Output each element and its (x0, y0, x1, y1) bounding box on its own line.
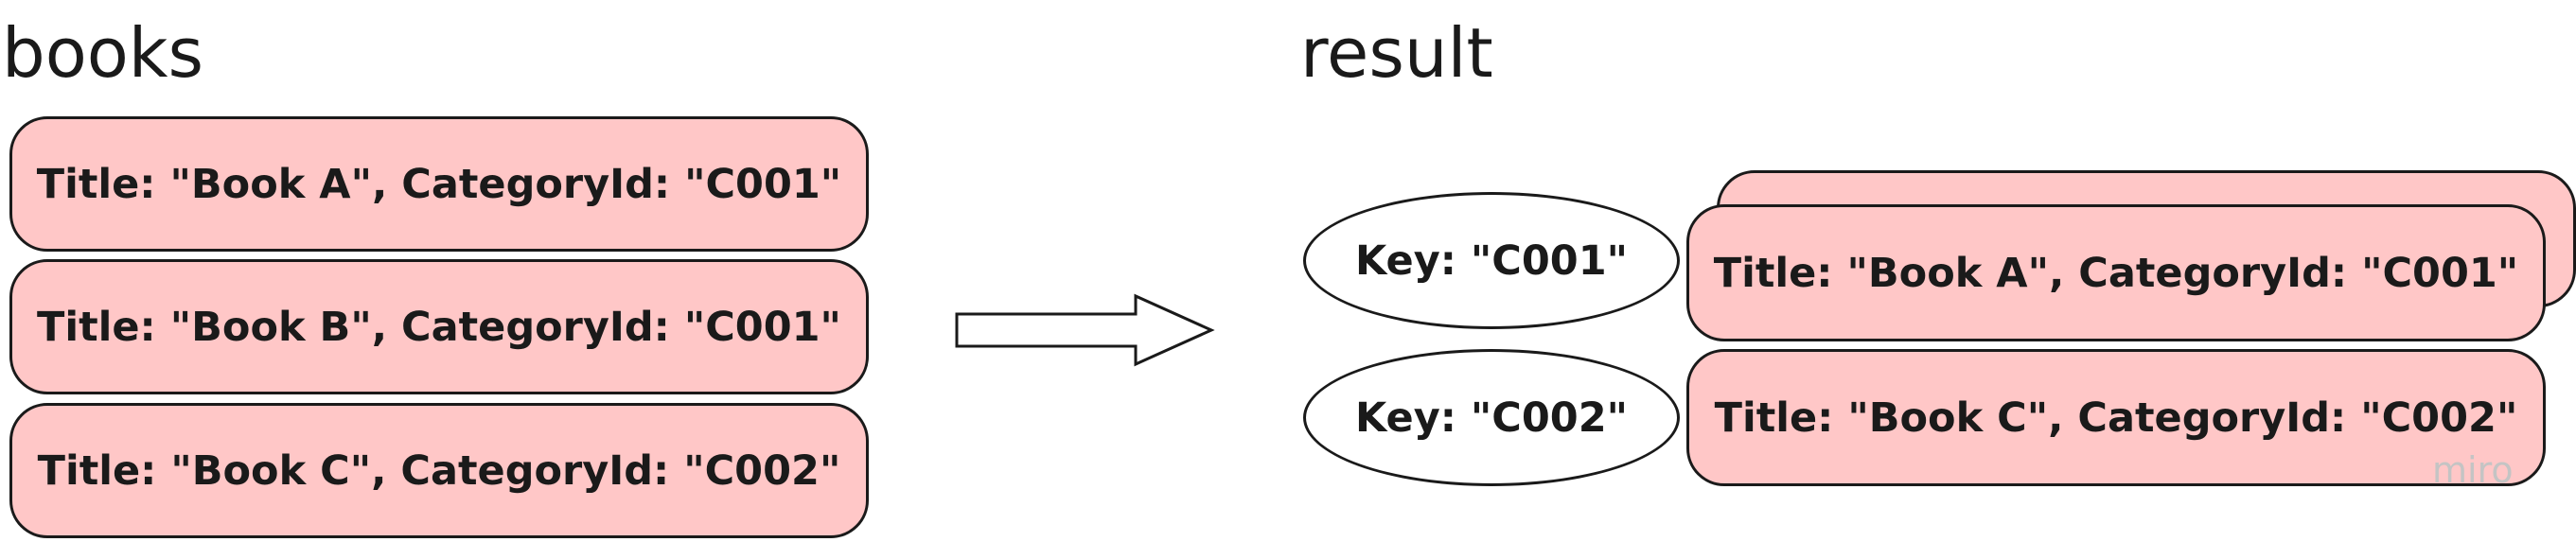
book-card: Title: "Book C", CategoryId: "C002" (9, 403, 869, 538)
book-card: Title: "Book B", CategoryId: "C001" (9, 259, 869, 394)
books-heading: books (2, 13, 204, 93)
group-card: Title: "Book C", CategoryId: "C002" (1686, 349, 2546, 486)
book-card: Title: "Book A", CategoryId: "C001" (9, 116, 869, 252)
group-card: Title: "Book A", CategoryId: "C001" (1686, 204, 2546, 341)
result-heading: result (1300, 13, 1493, 93)
group-key: Key: "C001" (1303, 192, 1680, 329)
group-key: Key: "C002" (1303, 349, 1680, 486)
watermark: miro (2432, 449, 2514, 491)
transform-arrow-icon (955, 293, 1215, 367)
